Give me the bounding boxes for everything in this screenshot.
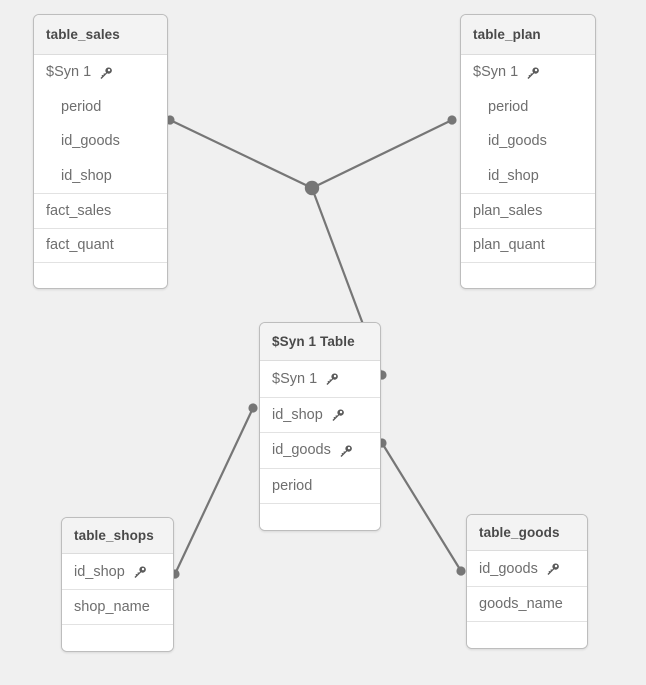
field-label: id_shop <box>272 406 323 423</box>
table-row-field[interactable]: plan_quant <box>461 227 595 262</box>
field-label: $Syn 1 <box>272 370 318 387</box>
field-label: id_shop <box>61 167 112 184</box>
table-row-field[interactable]: period <box>34 89 167 124</box>
table-row-field[interactable]: $Syn 1 <box>34 55 167 90</box>
field-label: plan_sales <box>473 202 543 219</box>
relationship-link-shops-to-syn1 <box>173 406 255 576</box>
table-row-empty <box>461 262 595 288</box>
key-icon <box>98 66 113 81</box>
field-label: fact_quant <box>46 237 114 254</box>
table-title: $Syn 1 Table <box>260 323 380 361</box>
relationship-link-syn1-to-goods <box>380 441 463 573</box>
syn-junction-node[interactable] <box>304 180 320 196</box>
field-label: $Syn 1 <box>473 64 519 81</box>
field-label: id_goods <box>61 133 120 150</box>
field-label: id_goods <box>272 442 331 459</box>
field-label: id_shop <box>74 563 125 580</box>
table-row-field[interactable]: id_goods <box>260 432 380 468</box>
table-row-field[interactable]: id_goods <box>467 551 587 586</box>
table-title: table_goods <box>467 515 587 551</box>
table-row-field[interactable]: $Syn 1 <box>260 361 380 397</box>
field-label: id_goods <box>479 560 538 577</box>
link-endpoint-ep-goods <box>456 566 466 576</box>
key-icon <box>324 372 339 387</box>
relationship-link-plan-to-hub <box>310 118 454 190</box>
field-label: period <box>488 98 529 115</box>
table-row-field[interactable]: fact_quant <box>34 227 167 262</box>
key-icon <box>338 444 353 459</box>
table-title: table_sales <box>34 15 167 55</box>
field-label: goods_name <box>479 596 563 612</box>
table-title: table_plan <box>461 15 595 55</box>
field-label: $Syn 1 <box>46 64 92 81</box>
table-row-field[interactable]: id_goods <box>34 124 167 159</box>
table-row-empty <box>260 503 380 530</box>
table-row-field[interactable]: id_goods <box>461 124 595 159</box>
field-label: period <box>272 477 313 494</box>
link-endpoint-ep-syn1-idshop <box>248 403 258 413</box>
field-label: id_goods <box>488 133 547 150</box>
table-row-empty <box>34 262 167 288</box>
field-label: shop_name <box>74 599 150 615</box>
key-icon <box>330 408 345 423</box>
field-label: period <box>61 98 102 115</box>
relationship-link-sales-to-hub <box>168 118 314 190</box>
table-row-field[interactable]: period <box>260 467 380 503</box>
table-row-empty <box>467 621 587 648</box>
table-row-field[interactable]: id_shop <box>34 158 167 193</box>
table-row-field[interactable]: $Syn 1 <box>461 55 595 90</box>
table-field-list: id_shop shop_name <box>62 554 173 651</box>
key-icon <box>132 565 147 580</box>
field-label: id_shop <box>488 167 539 184</box>
table-box-table_shops[interactable]: table_shops id_shop shop_name <box>61 517 174 652</box>
table-row-field[interactable]: fact_sales <box>34 193 167 228</box>
field-label: fact_sales <box>46 202 112 219</box>
table-row-field[interactable]: id_shop <box>62 554 173 589</box>
key-icon <box>545 562 560 577</box>
table-title: table_shops <box>62 518 173 554</box>
table-box-table_goods[interactable]: table_goods id_goods goods_name <box>466 514 588 649</box>
table-row-field[interactable]: shop_name <box>62 589 173 624</box>
link-endpoint-ep-plan <box>447 115 457 125</box>
field-label: plan_quant <box>473 237 545 254</box>
table-row-field[interactable]: id_shop <box>461 158 595 193</box>
table-row-field[interactable]: period <box>461 89 595 124</box>
table-field-list: id_goods goods_name <box>467 551 587 648</box>
table-row-field[interactable]: id_shop <box>260 396 380 432</box>
table-row-empty <box>62 624 173 651</box>
table-row-field[interactable]: goods_name <box>467 586 587 621</box>
table-row-field[interactable]: plan_sales <box>461 193 595 228</box>
key-icon <box>525 66 540 81</box>
